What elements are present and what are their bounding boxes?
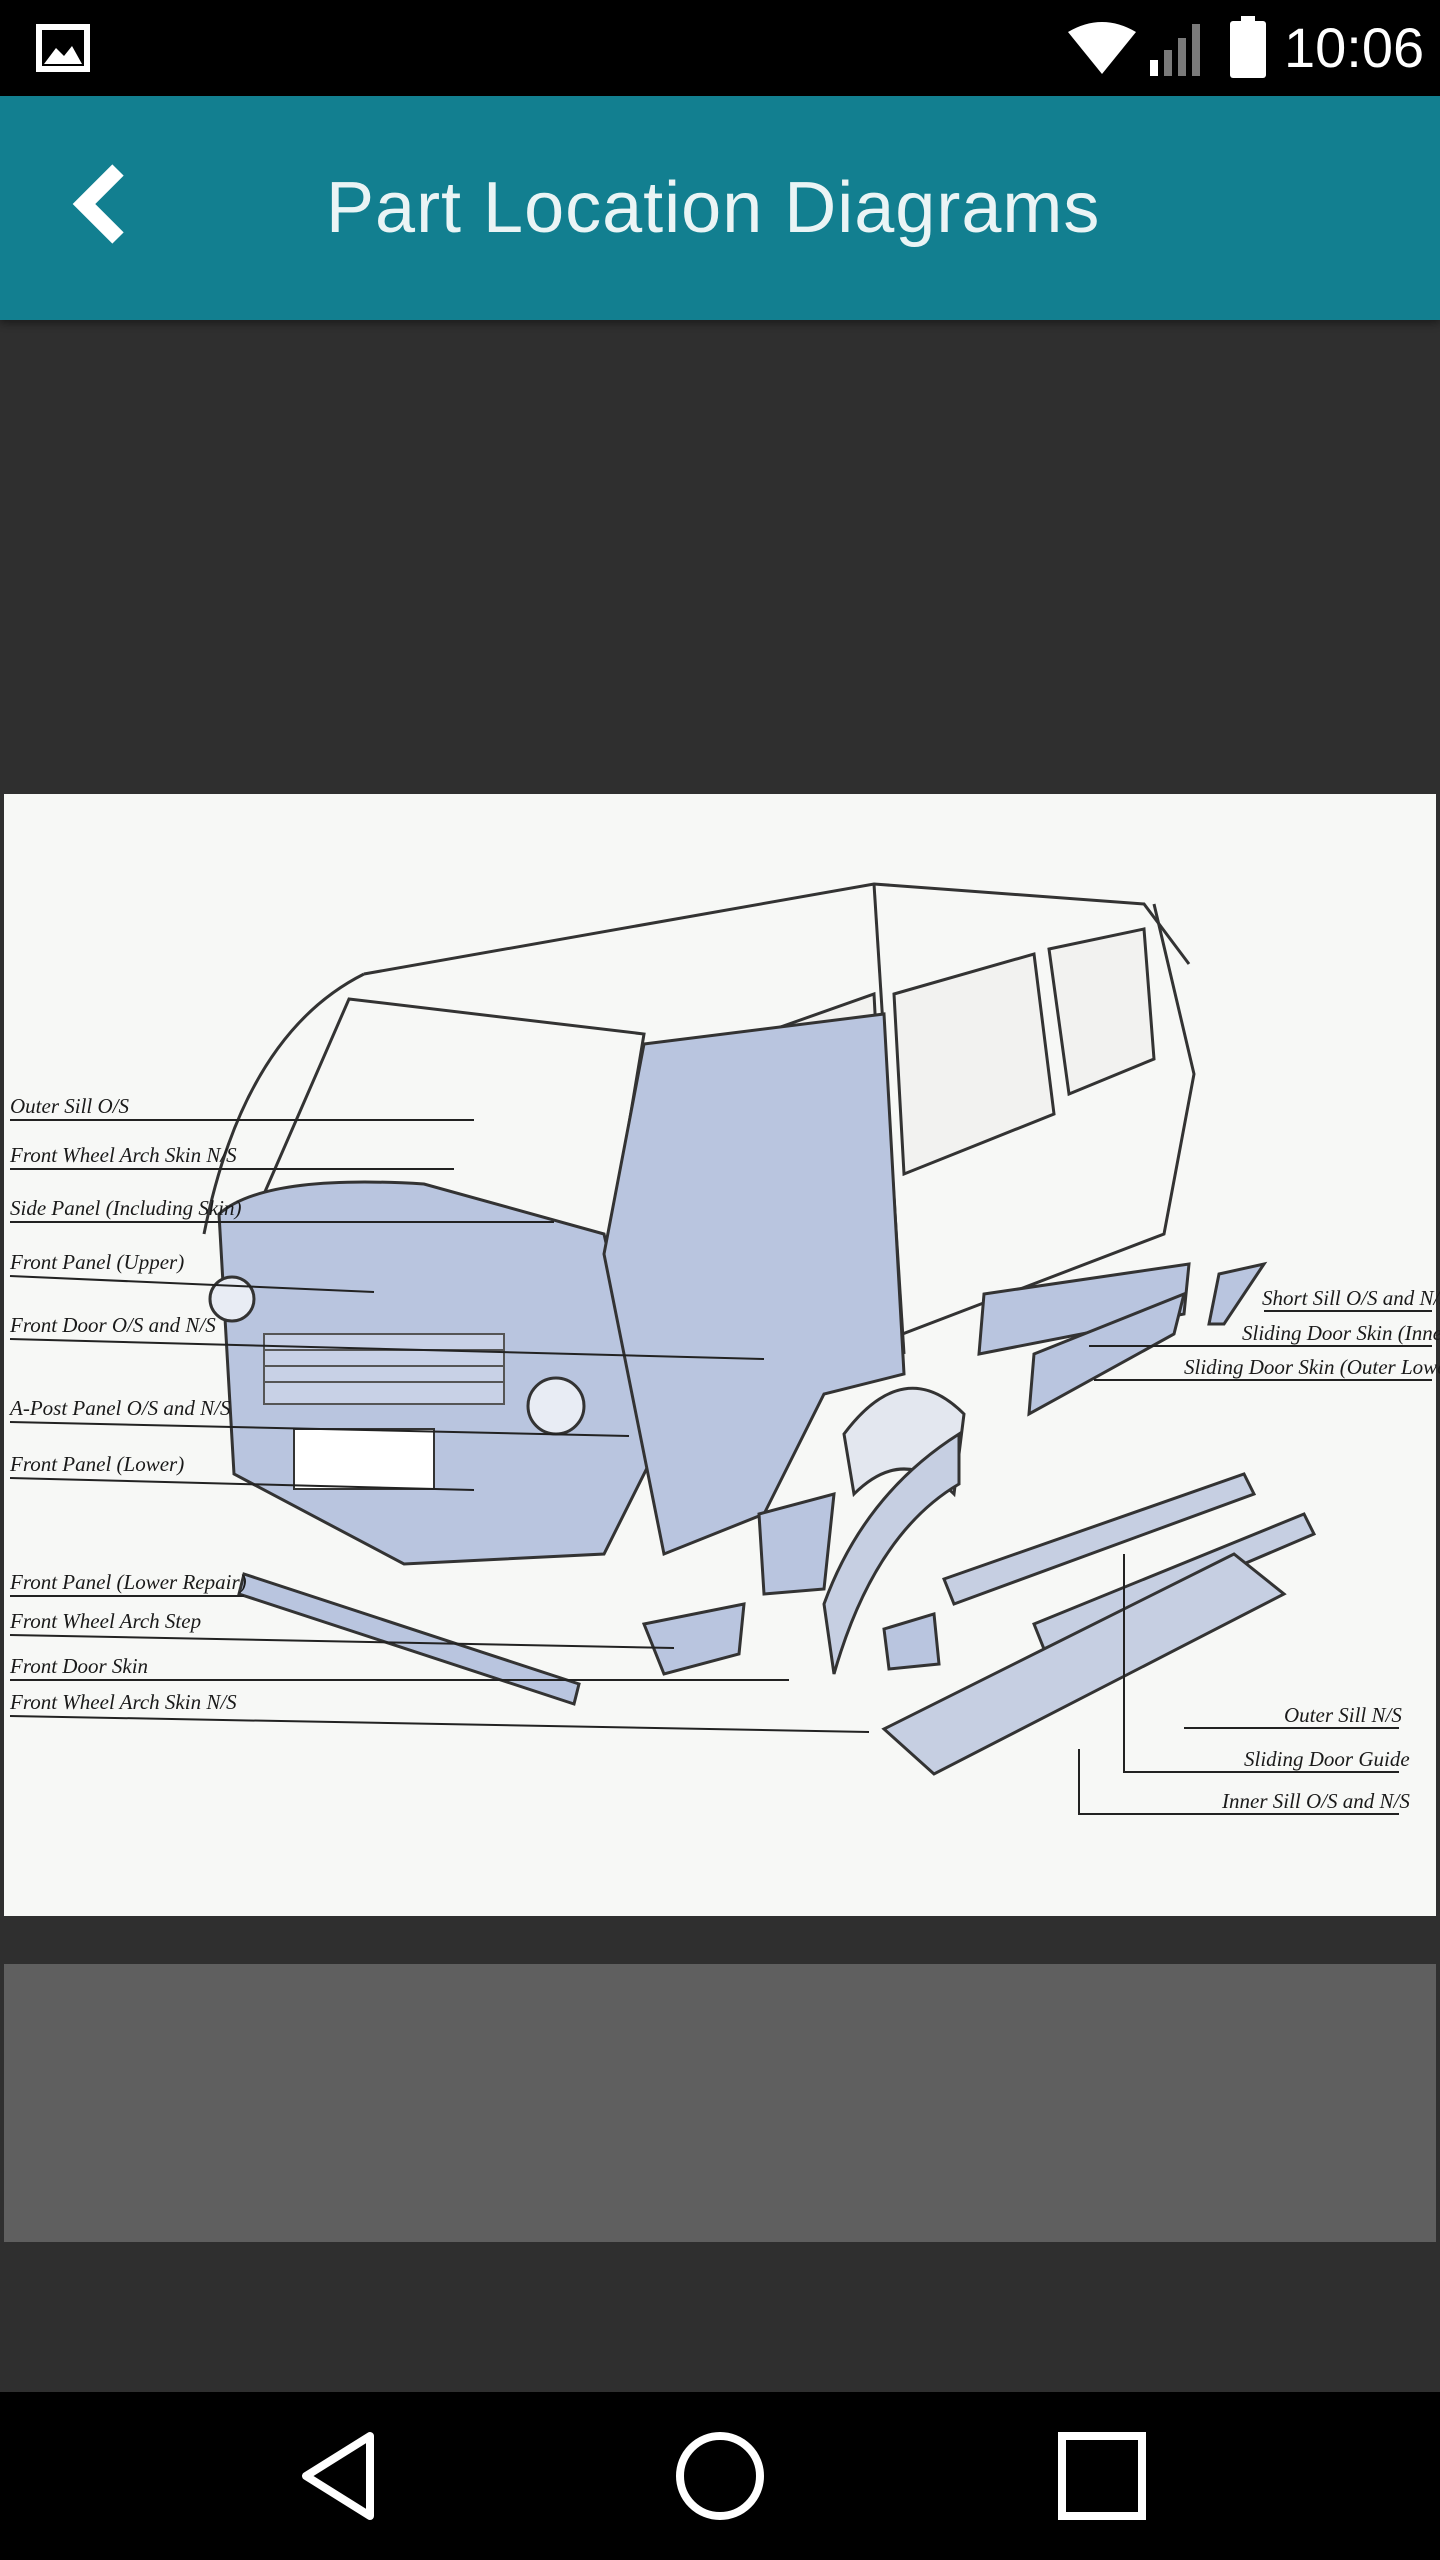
diagram-label: Inner Sill O/S and N/S xyxy=(1222,1789,1410,1813)
gallery-icon xyxy=(34,22,92,74)
diagram-label: Front Door Skin xyxy=(10,1654,149,1678)
next-diagram-preview[interactable] xyxy=(4,1964,1436,2242)
diagram-label: Front Panel (Upper) xyxy=(10,1250,185,1274)
diagram-label: Sliding Door Skin (Inner) xyxy=(1242,1321,1440,1345)
diagram-label: Side Panel (Including Skin) xyxy=(10,1196,242,1220)
status-bar: 10:06 xyxy=(0,0,1440,96)
nav-home-button[interactable] xyxy=(666,2422,774,2530)
back-triangle-icon xyxy=(302,2432,374,2520)
battery-icon xyxy=(1230,16,1266,78)
back-button[interactable] xyxy=(56,156,152,252)
system-nav-bar xyxy=(0,2392,1440,2560)
diagram-label: Front Wheel Arch Skin N/S xyxy=(10,1690,237,1714)
nav-back-button[interactable] xyxy=(288,2422,396,2530)
diagram-label: Short Sill O/S and N/S xyxy=(1262,1286,1440,1310)
app-bar: Part Location Diagrams xyxy=(0,96,1440,320)
nav-recents-button[interactable] xyxy=(1048,2422,1156,2530)
main-content: Outer Sill O/S Front Wheel Arch Skin N/S… xyxy=(0,320,1440,2392)
cell-signal-icon xyxy=(1148,18,1208,78)
recents-square-icon xyxy=(1058,2432,1146,2520)
diagram-label: Outer Sill O/S xyxy=(10,1094,129,1118)
diagram-label: A-Post Panel O/S and N/S xyxy=(10,1396,231,1420)
diagram-label: Outer Sill N/S xyxy=(1284,1703,1402,1727)
van-illustration xyxy=(9,882,1432,1815)
diagram-label: Sliding Door Guide xyxy=(1244,1747,1410,1771)
part-location-diagram[interactable]: Outer Sill O/S Front Wheel Arch Skin N/S… xyxy=(4,794,1440,1916)
diagram-label: Front Panel (Lower) xyxy=(10,1452,185,1476)
diagram-label: Front Panel (Lower Repair) xyxy=(10,1570,247,1594)
home-circle-icon xyxy=(676,2432,764,2520)
diagram-label: Front Door O/S and N/S xyxy=(10,1313,216,1337)
chevron-left-icon xyxy=(72,164,124,244)
diagram-label: Front Wheel Arch Skin N/S xyxy=(10,1143,237,1167)
page-title: Part Location Diagrams xyxy=(326,168,1101,248)
diagram-label: Sliding Door Skin (Outer Lower) xyxy=(1184,1355,1440,1379)
wifi-icon xyxy=(1066,20,1138,76)
diagram-label: Front Wheel Arch Step xyxy=(10,1609,202,1633)
status-clock: 10:06 xyxy=(1284,16,1425,79)
